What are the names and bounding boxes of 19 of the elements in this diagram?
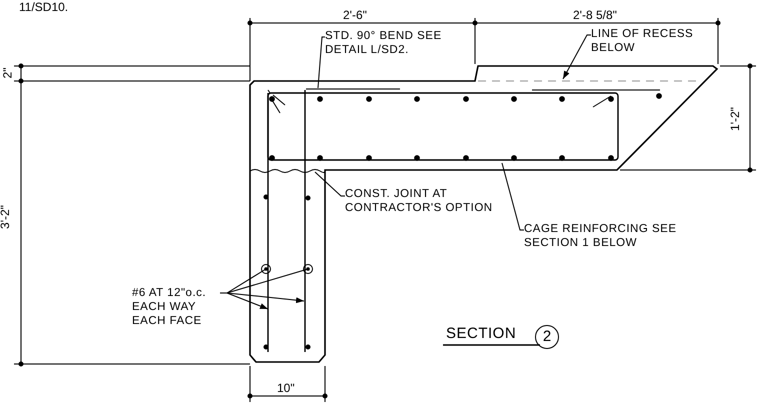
leader-line (562, 34, 592, 80)
dimension-label: 3'-2" (0, 204, 12, 230)
dimension-label: 2" (0, 66, 14, 80)
dimension-label: 1'-2" (728, 106, 742, 132)
callout-note: STD. 90° BEND SEE DETAIL L/SD2. (325, 29, 443, 57)
callout-note: CAGE REINFORCING SEE SECTION 1 BELOW (524, 222, 678, 250)
callout-note: #6 AT 12"o.c. EACH WAY EACH FACE (132, 286, 208, 328)
section-title: SECTION (446, 325, 516, 343)
leader-line (318, 36, 326, 88)
callout-note: CONST. JOINT AT CONTRACTOR'S OPTION (345, 187, 494, 215)
leader-line (502, 162, 524, 230)
reference-note: 11/SD10. (18, 0, 70, 14)
dimension-label: 10" (276, 381, 296, 395)
leader-line (314, 172, 346, 196)
dimension-label: 2'-8 5/8" (572, 8, 618, 22)
section-number: 2 (535, 325, 559, 349)
dimension-label: 2'-6" (342, 8, 368, 22)
leader-line (220, 292, 304, 304)
callout-note: LINE OF RECESS BELOW (591, 27, 694, 55)
